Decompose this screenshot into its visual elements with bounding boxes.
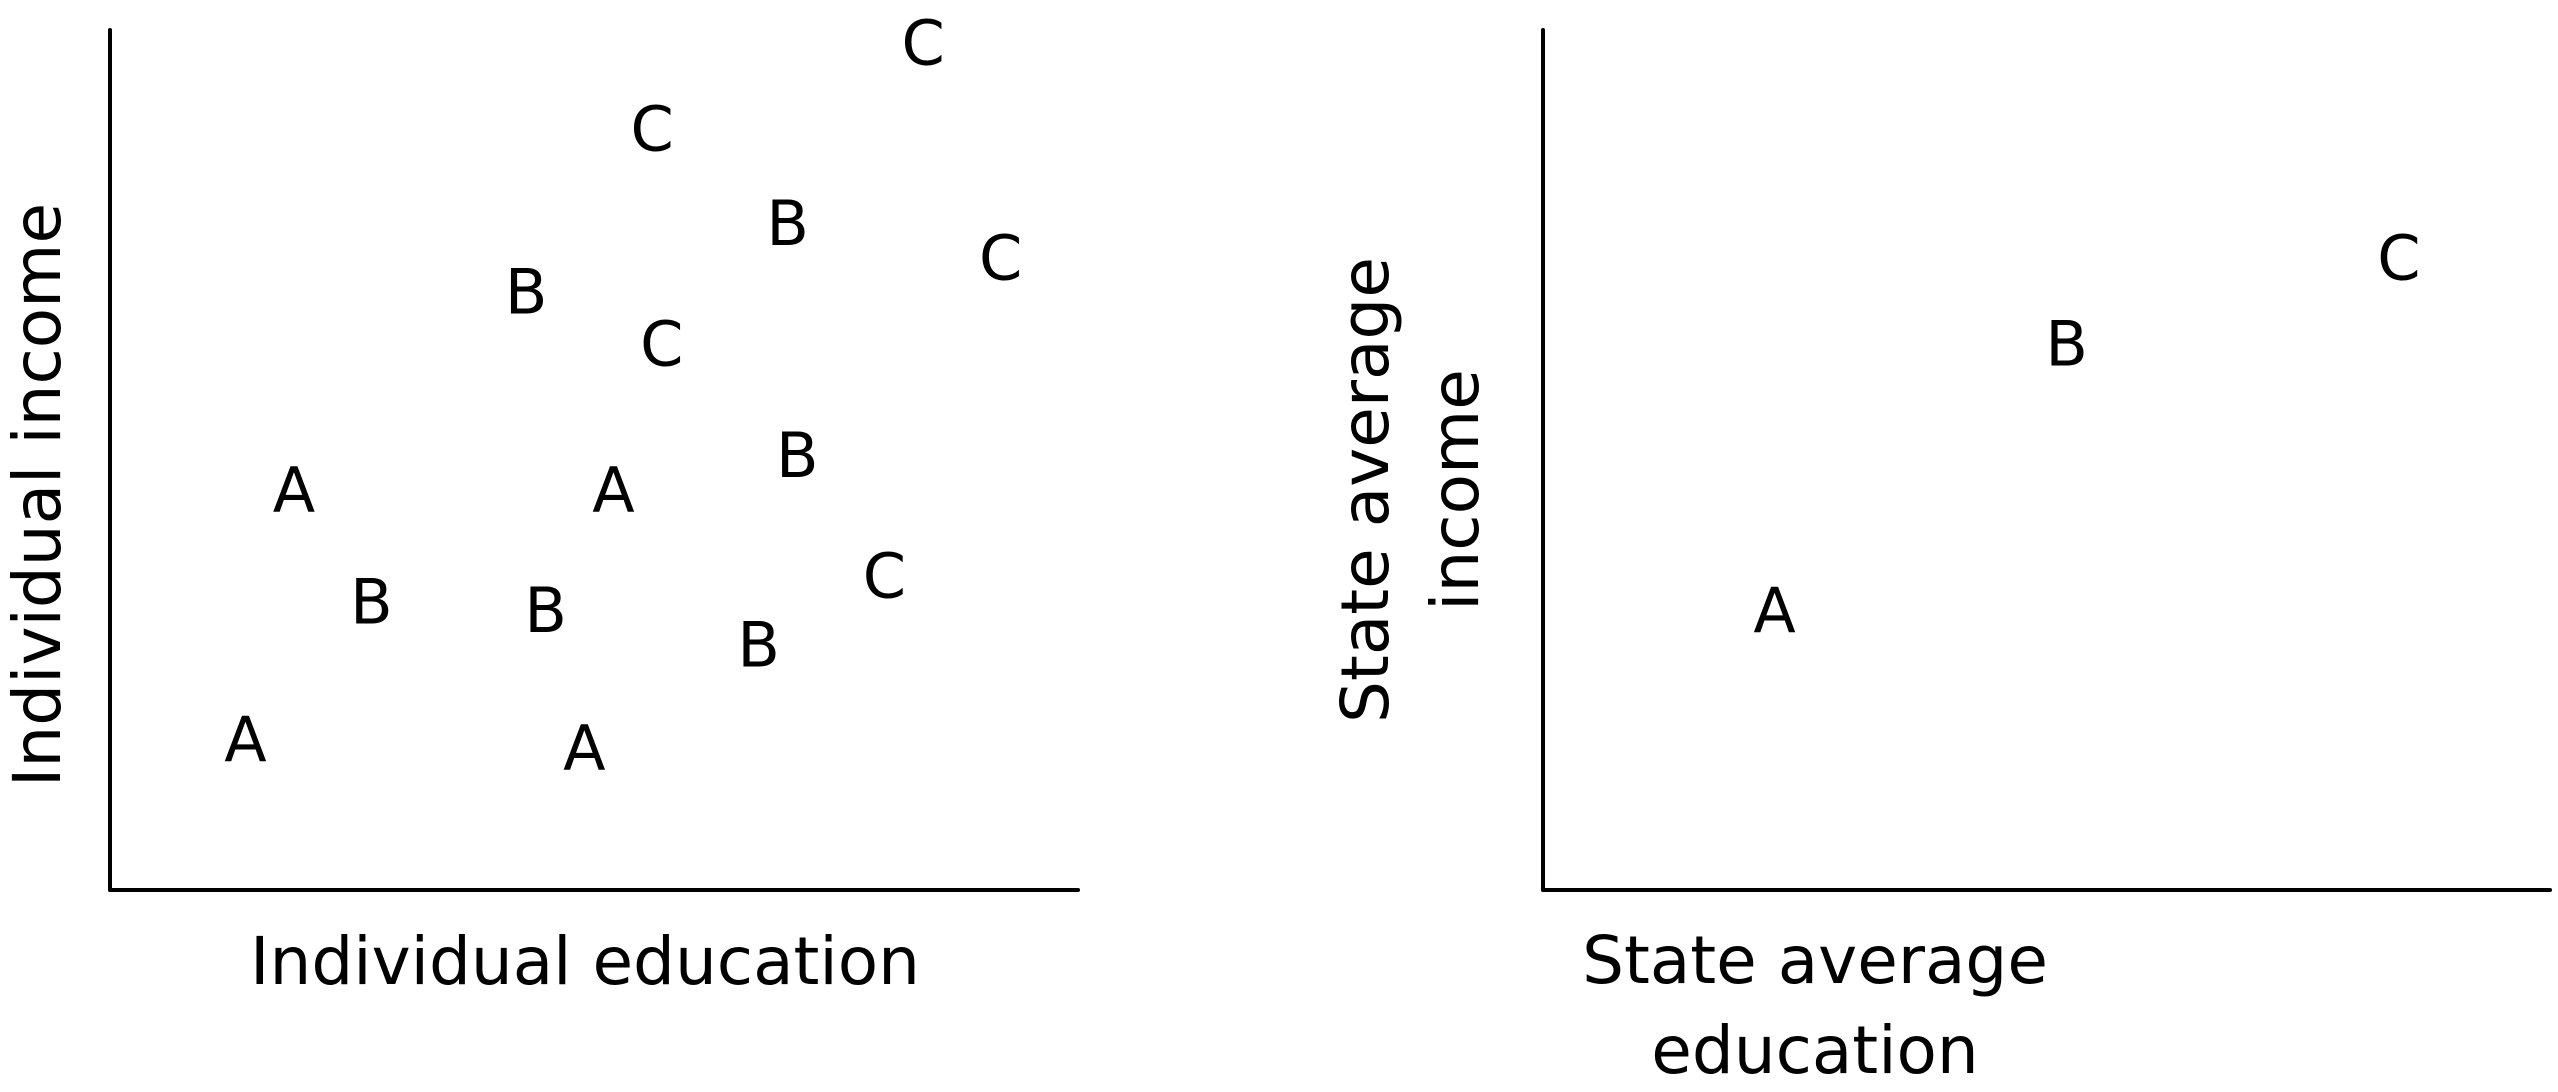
point-b-9: B xyxy=(766,187,809,260)
point-b-1: B xyxy=(2045,307,2088,380)
point-b-4: B xyxy=(350,565,393,638)
point-c-12: C xyxy=(863,539,906,612)
point-a-3: A xyxy=(592,453,634,526)
point-a-2: A xyxy=(563,711,605,784)
point-c-14: C xyxy=(901,6,944,79)
point-c-11: C xyxy=(630,92,673,165)
individual-y-axis-label: Individual income xyxy=(0,203,76,787)
point-c-2: C xyxy=(2377,221,2420,294)
point-a-0: A xyxy=(1753,574,1795,647)
point-b-8: B xyxy=(776,419,819,492)
point-c-10: C xyxy=(640,307,683,380)
point-b-5: B xyxy=(524,574,567,647)
individual-x-axis-label: Individual education xyxy=(250,923,920,1000)
point-a-1: A xyxy=(273,453,315,526)
state-points: A B C xyxy=(1753,221,2420,647)
point-c-13: C xyxy=(979,221,1022,294)
point-b-7: B xyxy=(737,608,780,681)
point-b-6: B xyxy=(505,256,548,329)
point-a-0: A xyxy=(224,703,266,776)
